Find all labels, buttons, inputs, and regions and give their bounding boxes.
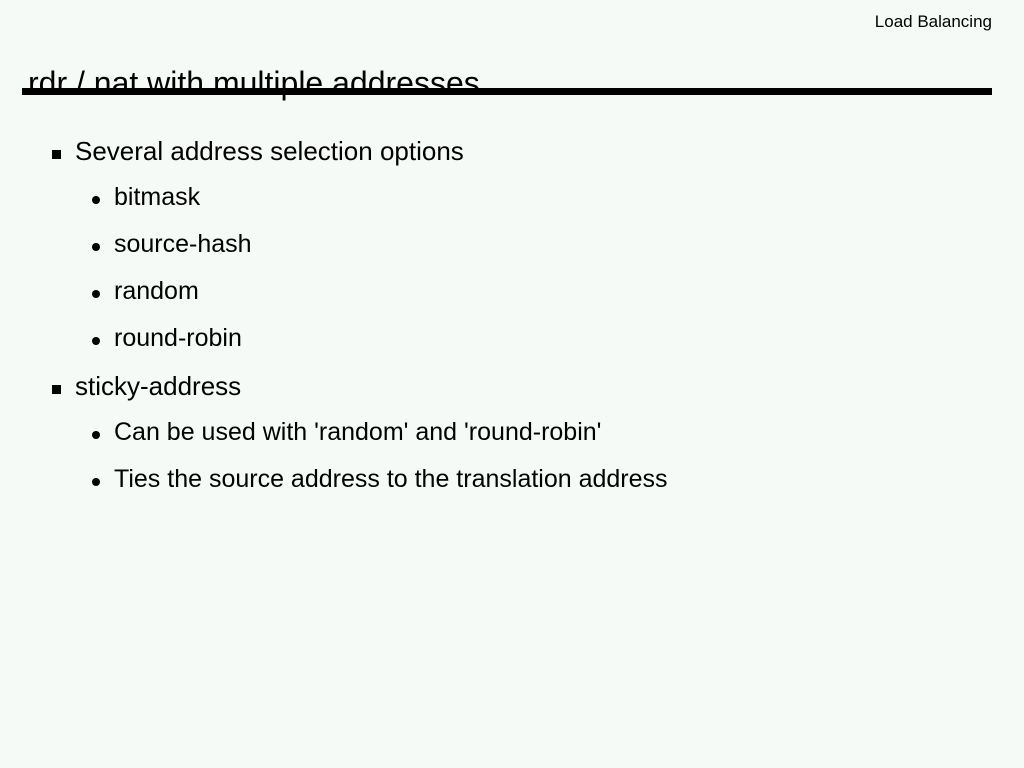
list-item: source-hash bbox=[0, 228, 1024, 275]
round-bullet-icon bbox=[92, 431, 100, 439]
list-item: Ties the source address to the translati… bbox=[0, 463, 1024, 510]
round-bullet-icon bbox=[92, 196, 100, 204]
round-bullet-icon bbox=[92, 337, 100, 345]
page-title: rdr / nat with multiple addresses bbox=[28, 65, 480, 102]
list-item-label: Can be used with 'random' and 'round-rob… bbox=[114, 418, 602, 446]
list-item-label: bitmask bbox=[114, 183, 201, 211]
list-item-label: random bbox=[114, 277, 199, 305]
bullet-list: Several address selection options bitmas… bbox=[0, 134, 1024, 510]
list-item: bitmask bbox=[0, 181, 1024, 228]
list-item-label: source-hash bbox=[114, 230, 252, 258]
round-bullet-icon bbox=[92, 478, 100, 486]
list-item: round-robin bbox=[0, 322, 1024, 369]
list-item-label: sticky-address bbox=[75, 371, 242, 401]
list-item: random bbox=[0, 275, 1024, 322]
list-item: Can be used with 'random' and 'round-rob… bbox=[0, 416, 1024, 463]
list-item-label: Ties the source address to the translati… bbox=[114, 465, 668, 493]
list-item-label: round-robin bbox=[114, 324, 242, 352]
list-item-label: Several address selection options bbox=[75, 136, 464, 166]
slide-kicker: Load Balancing bbox=[874, 12, 992, 31]
square-bullet-icon bbox=[52, 385, 61, 394]
list-item: sticky-address bbox=[0, 369, 1024, 416]
round-bullet-icon bbox=[92, 243, 100, 251]
square-bullet-icon bbox=[52, 150, 61, 159]
round-bullet-icon bbox=[92, 290, 100, 298]
title-divider bbox=[22, 88, 992, 95]
list-item: Several address selection options bbox=[0, 134, 1024, 181]
